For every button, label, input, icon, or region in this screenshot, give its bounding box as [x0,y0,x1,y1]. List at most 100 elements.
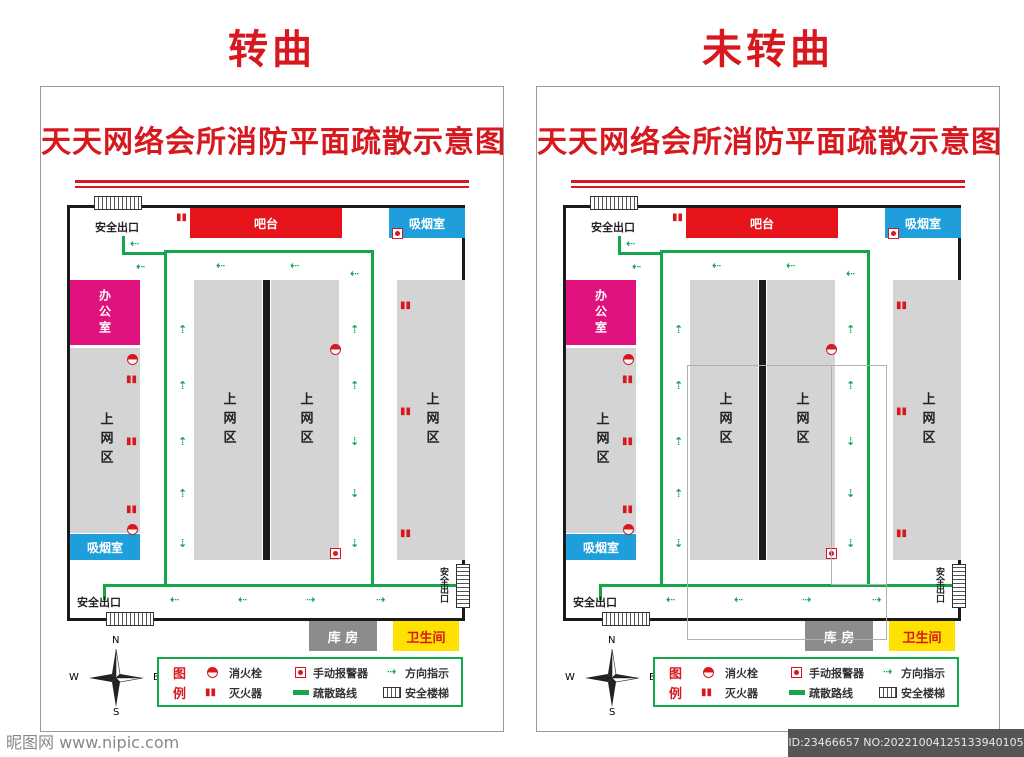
fire-extinguisher-icon: ▮▮ [126,436,138,447]
internet-zone-center-left: 上网区 [690,280,758,560]
zone-label: 上网区 [716,391,732,449]
direction-arrow-icon: ⇣ [674,537,684,550]
fire-extinguisher-icon: ▮▮ [400,300,412,311]
direction-arrow-icon: ⇡ [350,323,360,336]
fire-extinguisher-icon: ▮▮ [176,212,188,223]
direction-arrow-icon: ⇡ [674,487,684,500]
direction-arrow-icon: ⇡ [674,323,684,336]
floor-plan: 吧台 吸烟室 办公室 上网区 吸烟室 上网区 上网区 上网区 ⇠ ⇠ ⇠ ⇠ ⇠… [67,196,470,626]
direction-arrow-icon: ⇡ [178,323,188,336]
evacuation-route [660,250,870,253]
zone-label: 上网区 [97,412,113,469]
direction-arrow-icon: ⇡ [350,379,360,392]
evacuation-route [599,584,602,600]
legend-hydrant-label: 消火栓 [229,667,262,680]
compass-icon: N S W E [565,635,655,718]
fire-extinguisher-icon: ▮▮ [205,687,217,698]
restroom: 卫生间 [393,621,459,651]
direction-arrow-icon: ⇣ [350,487,360,500]
zone-label: 上网区 [593,412,609,469]
direction-arrow-icon: ⇠ [734,593,744,606]
evacuation-route [599,584,961,587]
fire-extinguisher-icon: ▮▮ [896,406,908,417]
office-room: 办公室 [70,280,140,345]
direction-arrow-icon: ⇣ [846,537,856,550]
direction-arrow-icon: ⇡ [178,487,188,500]
internet-zone-right: 上网区 [397,280,465,560]
compass-icon: N S W E [69,635,159,718]
evacuation-plan-panel-not-converted: 天天网络会所消防平面疏散示意图 吧台 吸烟室 办公室 上网区 吸烟室 上网区 上… [536,86,1000,732]
evacuation-route [618,236,621,254]
plan-title: 天天网络会所消防平面疏散示意图 [537,125,1000,160]
evacuation-route [164,250,167,586]
manual-alarm-icon [791,667,802,678]
direction-arrow-icon: ⇡ [846,323,856,336]
safety-stairs-icon [602,612,650,626]
exit-label-top-left: 安全出口 [591,221,635,234]
heading-not-converted: 未转曲 [702,27,834,73]
direction-arrow-icon: ⇠ [290,259,300,272]
direction-arrow-icon: ⇠ [786,259,796,272]
fire-hydrant-icon [826,344,837,355]
evacuation-route-swatch [789,690,805,695]
direction-arrow-icon: ⇠ [626,237,636,250]
fire-extinguisher-icon: ▮▮ [622,436,634,447]
legend-title: 例 [669,687,683,702]
exit-label-bottom-left: 安全出口 [573,596,617,609]
safety-stairs-icon [952,564,966,608]
plan-title: 天天网络会所消防平面疏散示意图 [41,125,504,160]
internet-zone-left: 上网区 [566,348,636,533]
fire-hydrant-icon [207,667,218,678]
internet-zone-right: 上网区 [893,280,961,560]
storage-room: 库 房 [805,621,873,651]
legend: 图 例 消火栓 ▮▮ 灭火器 手动报警器 疏散路线 ⇢ 方向指示 安全楼梯 [157,657,463,707]
safety-stairs-icon [383,687,401,698]
direction-arrow-icon: ⇢ [376,593,386,606]
compass-e: E [153,672,160,683]
exit-label-right: 安全出口 [934,567,944,603]
fire-extinguisher-icon: ▮▮ [701,687,713,698]
direction-arrow-icon: ⇠ [846,267,856,280]
zone-label: 上网区 [423,391,439,449]
manual-alarm-icon [330,548,341,559]
title-rule-thin [571,186,965,188]
partition-wall [263,280,270,560]
fire-hydrant-icon [127,524,138,535]
fire-extinguisher-icon: ▮▮ [896,300,908,311]
legend-title: 图 [669,667,683,682]
compass-s: S [609,707,616,718]
fire-extinguisher-icon: ▮▮ [672,212,684,223]
direction-arrow-icon: ⇢ [883,665,893,678]
safety-stairs-icon [94,196,142,210]
legend-direction-label: 方向指示 [901,667,945,680]
fire-extinguisher-icon: ▮▮ [622,504,634,515]
direction-arrow-icon: ⇠ [712,259,722,272]
legend-direction-label: 方向指示 [405,667,449,680]
manual-alarm-icon [888,228,899,239]
legend-route-label: 疏散路线 [313,687,357,700]
direction-arrow-icon: ⇠ [666,593,676,606]
fire-hydrant-icon [127,354,138,365]
compass-n: N [608,635,616,646]
fire-hydrant-icon [623,524,634,535]
direction-arrow-icon: ⇡ [178,379,188,392]
safety-stairs-icon [456,564,470,608]
text-box-outline [831,365,887,585]
compass-n: N [112,635,120,646]
internet-zone-center-right: 上网区 [271,280,339,560]
legend-title: 图 [173,667,187,682]
exit-label-bottom-left: 安全出口 [77,596,121,609]
exit-label-right: 安全出口 [438,567,448,603]
legend-stairs-label: 安全楼梯 [405,687,449,700]
direction-arrow-icon: ⇠ [130,237,140,250]
storage-room: 库 房 [309,621,377,651]
smoking-room-left: 吸烟室 [566,534,636,560]
watermark-site: 昵图网 www.nipic.com [6,733,180,752]
bar-counter: 吧台 [686,208,838,238]
fire-extinguisher-icon: ▮▮ [126,504,138,515]
direction-arrow-icon: ⇣ [350,537,360,550]
legend-title: 例 [173,687,187,702]
evacuation-route [122,252,166,255]
legend-extinguisher-label: 灭火器 [229,687,262,700]
evacuation-route [103,584,465,587]
